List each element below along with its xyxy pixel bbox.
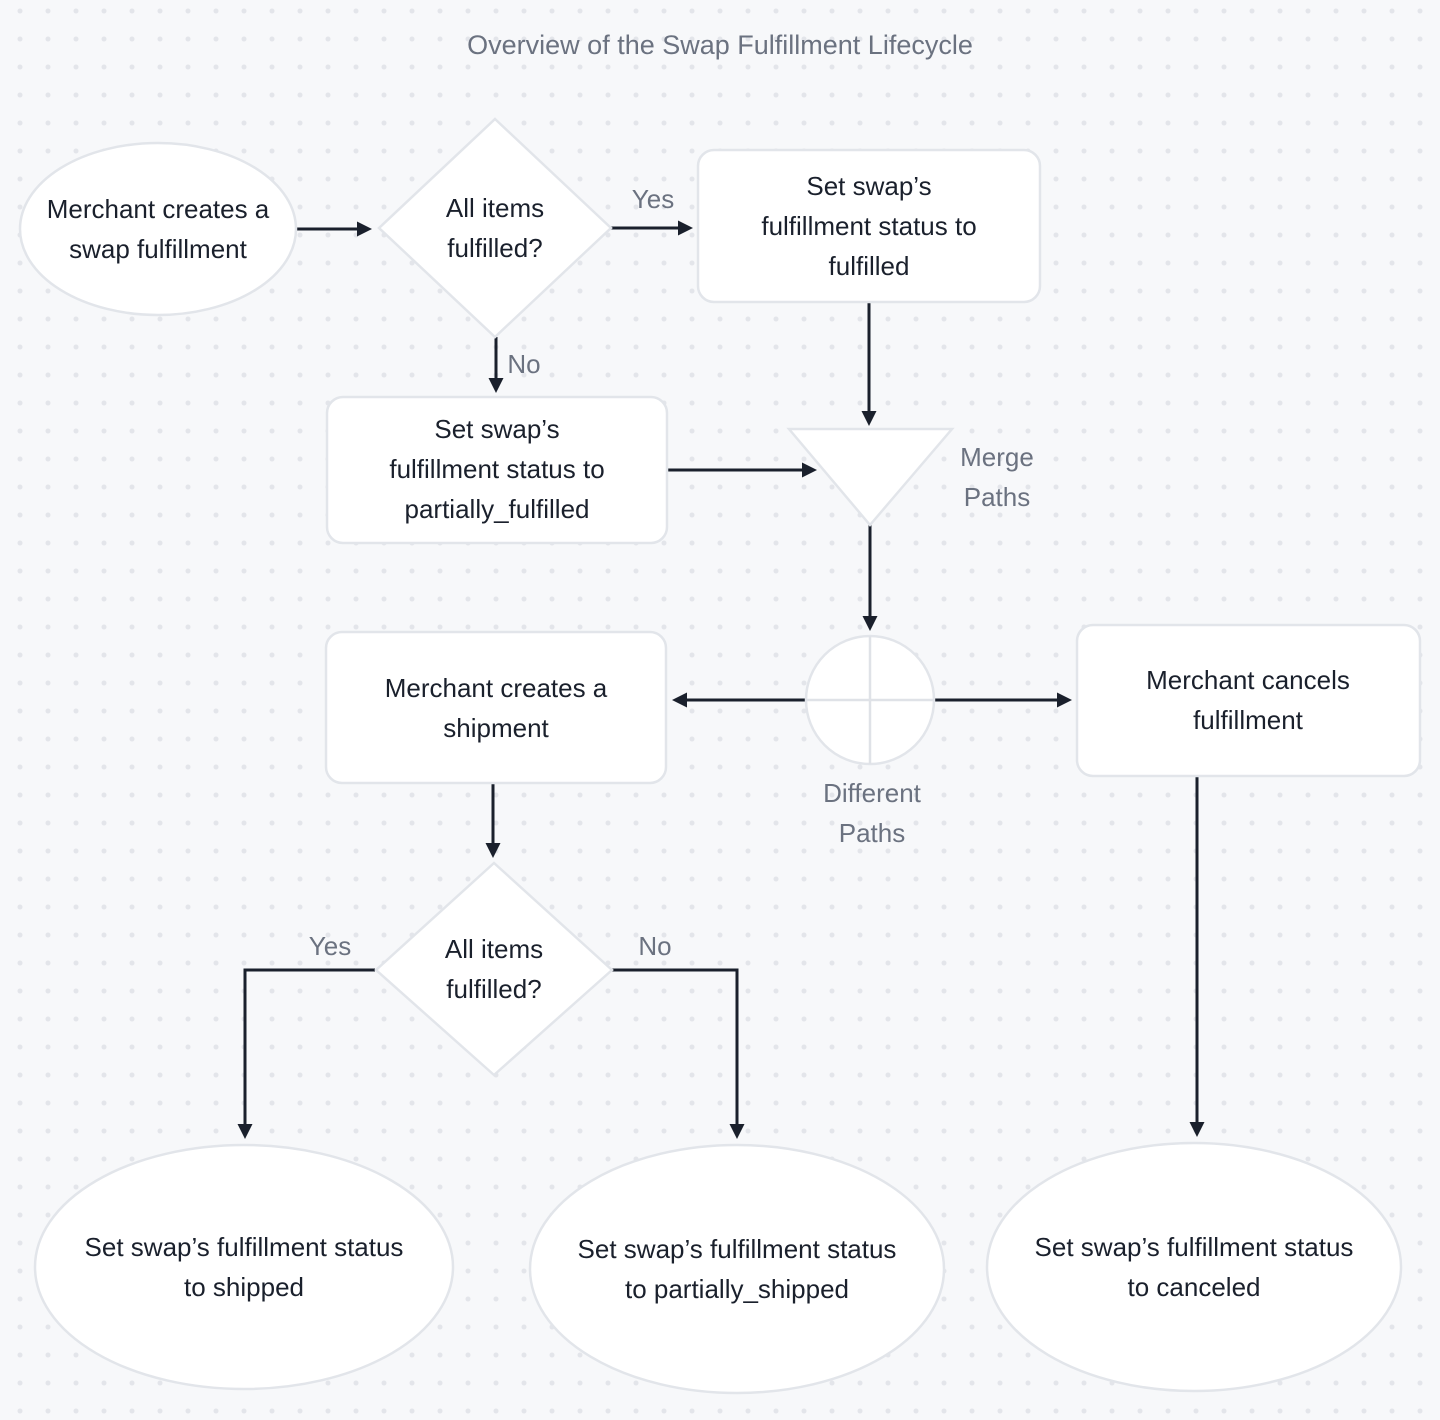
- set-canceled-node-label: Set swap’s fulfillment status to cancele…: [1035, 1227, 1354, 1307]
- edge-label-yes-2: Yes: [308, 931, 352, 961]
- merge-paths-label: Merge Paths: [960, 437, 1034, 517]
- decision2-node-label: All items fulfilled?: [445, 929, 543, 1009]
- create-shipment-line-2: shipment: [443, 713, 549, 743]
- cancel-fulfillment-node-label: Merchant cancels fulfillment: [1146, 660, 1350, 740]
- junction-cross-lines: [806, 636, 934, 764]
- start-line-1: Merchant creates a: [46, 194, 270, 224]
- start-line-2: swap fulfillment: [69, 234, 247, 264]
- set-partially-fulfilled-line-2: fulfillment status to: [389, 454, 605, 484]
- set-shipped-node-label: Set swap’s fulfillment status to shipped: [85, 1227, 404, 1307]
- edge-label-no-1: No: [507, 349, 541, 379]
- node-shapes: [18, 117, 1422, 1395]
- merge-triangle-shape: [786, 427, 955, 527]
- decision2-line-1: All items: [444, 934, 544, 964]
- create-shipment-line-1: Merchant creates a: [384, 673, 608, 703]
- decision1-line-2: fulfilled?: [447, 233, 543, 263]
- cancel-fulfillment-rect-shape: [1075, 623, 1422, 778]
- different-paths-line-1: Different: [823, 778, 921, 808]
- set-shipped-line-1: Set swap’s fulfillment status: [84, 1232, 404, 1262]
- set-partially-fulfilled-node-label: Set swap’s fulfillment status to partial…: [389, 409, 604, 529]
- set-canceled-ellipse-shape: [985, 1141, 1403, 1393]
- edges: [237, 220, 1205, 1139]
- edge-decision2-no: [612, 968, 745, 1139]
- edge-label-yes-1: Yes: [631, 184, 675, 214]
- set-fulfilled-line-3: fulfilled: [828, 251, 910, 281]
- different-paths-label: Different Paths: [823, 773, 921, 853]
- set-partially-shipped-ellipse-shape: [528, 1143, 946, 1395]
- create-shipment-node-label: Merchant creates a shipment: [385, 668, 608, 748]
- start-ellipse-shape: [18, 141, 298, 317]
- set-shipped-line-2: to shipped: [184, 1272, 304, 1302]
- cancel-fulfillment-line-2: fulfillment: [1193, 705, 1303, 735]
- different-paths-line-2: Paths: [838, 818, 906, 848]
- decision1-node-label: All items fulfilled?: [446, 188, 544, 268]
- set-shipped-ellipse-shape: [33, 1143, 455, 1391]
- set-partially-fulfilled-line-3: partially_fulfilled: [404, 494, 590, 524]
- set-fulfilled-rect-shape: [696, 148, 1042, 304]
- merge-paths-line-2: Paths: [963, 482, 1031, 512]
- set-partially-shipped-node-label: Set swap’s fulfillment status to partial…: [578, 1229, 897, 1309]
- set-fulfilled-node-label: Set swap’s fulfillment status to fulfill…: [761, 166, 976, 286]
- cancel-fulfillment-line-1: Merchant cancels: [1146, 665, 1350, 695]
- set-partially-fulfilled-line-1: Set swap’s: [434, 414, 560, 444]
- set-partially-shipped-line-2: to partially_shipped: [624, 1274, 850, 1304]
- edge-label-no-2: No: [638, 931, 672, 961]
- diagram-title: Overview of the Swap Fulfillment Lifecyc…: [467, 30, 973, 60]
- merge-paths-line-1: Merge: [960, 442, 1034, 472]
- set-canceled-line-1: Set swap’s fulfillment status: [1034, 1232, 1354, 1262]
- decision2-line-2: fulfilled?: [446, 974, 542, 1004]
- decision1-line-1: All items: [445, 193, 545, 223]
- edge-decision2-yes: [237, 968, 375, 1139]
- decision1-diamond-shape: [377, 117, 613, 339]
- start-node-label: Merchant creates a swap fulfillment: [47, 189, 270, 269]
- set-canceled-line-2: to canceled: [1127, 1272, 1261, 1302]
- set-partially-shipped-line-1: Set swap’s fulfillment status: [577, 1234, 897, 1264]
- create-shipment-rect-shape: [324, 630, 668, 785]
- decision2-diamond-shape: [374, 861, 614, 1077]
- set-fulfilled-line-1: Set swap’s: [806, 171, 932, 201]
- set-partially-fulfilled-rect-shape: [325, 395, 669, 545]
- set-fulfilled-line-2: fulfillment status to: [761, 211, 977, 241]
